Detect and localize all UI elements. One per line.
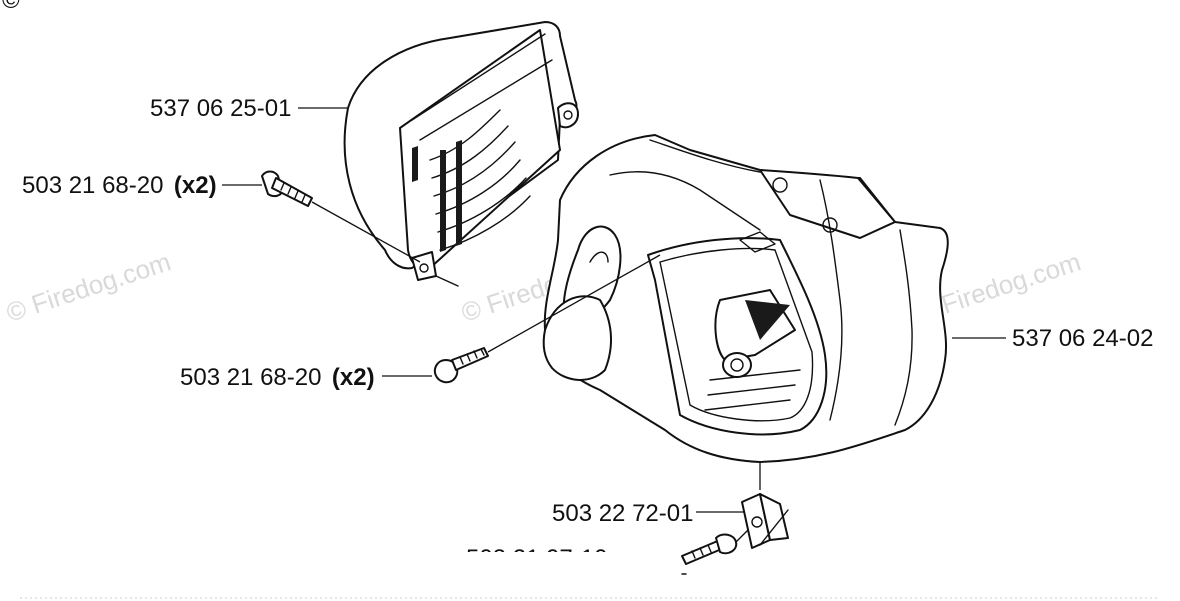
clip-nut-part [741, 462, 789, 549]
quantity-label: (x2) [174, 172, 217, 199]
part-number-label-group: 503 21 68-20 (x2) [180, 364, 375, 391]
part-number-label: 503 21 68-20 [180, 364, 321, 391]
callout-small-cover: 537 06 25-01 [150, 95, 348, 122]
part-number-label: 537 06 25-01 [150, 95, 291, 122]
screw-upper-part [261, 170, 421, 263]
part-number-label: 537 06 24-02 [1012, 325, 1153, 352]
callout-screw-middle: 503 21 68-20 (x2) [180, 364, 432, 391]
part-number-label: 503 22 72-01 [552, 500, 693, 527]
screw-middle-part [433, 254, 661, 384]
callout-main-shroud: 537 06 24-02 [952, 325, 1153, 352]
screw-bottom-part [681, 529, 749, 575]
quantity-label: (x2) [332, 364, 375, 391]
main-shroud-part [542, 134, 949, 463]
small-cover-part [343, 21, 579, 287]
callout-screw-bottom: 503 21 97-10 [466, 545, 607, 572]
part-number-label-group: 503 21 68-20 (x2) [22, 172, 217, 199]
copyright-mark: © [2, 0, 20, 14]
callout-clip-nut: 503 22 72-01 [552, 500, 744, 527]
callout-screw-upper: 503 21 68-20 (x2) [22, 172, 262, 199]
watermark-left: © Firedog.com [3, 246, 175, 327]
part-number-label: 503 21 97-10 [466, 545, 607, 572]
part-number-label: 503 21 68-20 [22, 172, 163, 199]
